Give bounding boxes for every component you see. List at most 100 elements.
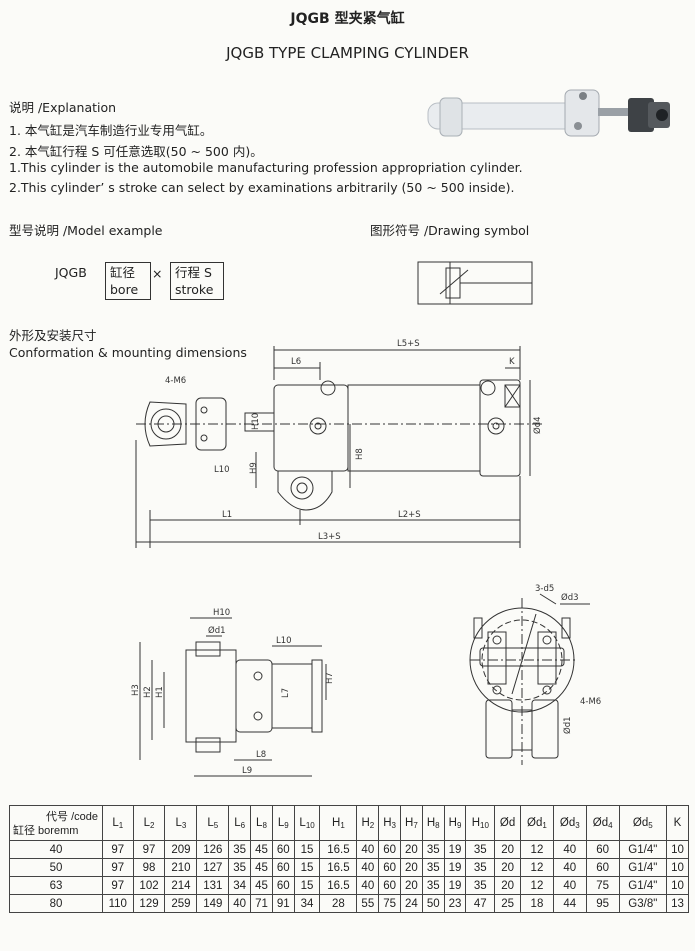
table-cell: 40	[356, 876, 380, 895]
table-cell: 127	[196, 858, 230, 877]
table-cell: G3/8"	[618, 894, 668, 913]
dim-h7: H7	[325, 672, 335, 684]
table-cell: 44	[552, 894, 587, 913]
column-header-subscript: 5	[213, 820, 219, 830]
table-cell: 16.5	[319, 876, 358, 895]
column-header-subscript: 4	[608, 820, 613, 830]
dim-l10: L10	[214, 465, 230, 475]
table-cell: 97	[102, 876, 134, 895]
dim-h1: H1	[155, 686, 165, 698]
column-header-base: Ød	[559, 816, 576, 829]
table-cell: 45	[250, 858, 273, 877]
column-header: K	[666, 805, 689, 841]
dim-l6: L6	[291, 357, 301, 367]
column-header: L2	[132, 805, 166, 841]
table-cell: 20	[400, 840, 423, 859]
dim-h2: H2	[143, 686, 153, 698]
column-header-base: L	[277, 816, 285, 829]
column-header-subscript: 8	[435, 820, 440, 830]
column-header-subscript: 1	[340, 820, 345, 830]
table-cell: 35	[421, 840, 445, 859]
dim-l10-top: L10	[276, 636, 292, 646]
table-cell: 45	[250, 840, 273, 859]
top-view-labels: H10 Ød1 L10 H7 H3 H2 H1 L7 L8 L9	[131, 608, 335, 776]
table-cell: 20	[494, 840, 522, 859]
table-cell: 129	[132, 894, 166, 913]
times-sign: ×	[152, 266, 163, 281]
column-header-base: H	[405, 816, 414, 829]
column-header-base: H	[471, 816, 480, 829]
table-cell: 60	[585, 840, 620, 859]
dim-k: K	[509, 357, 515, 367]
table-cell: 34	[293, 894, 321, 913]
column-header: Ød	[494, 805, 522, 841]
column-header: H10	[465, 805, 496, 841]
dim-3d5: 3-d5	[535, 584, 554, 594]
table-cell: 47	[465, 894, 496, 913]
table-cell: 40	[228, 894, 252, 913]
column-header-subscript: 10	[305, 820, 315, 830]
column-header: L8	[250, 805, 273, 841]
column-header: H3	[378, 805, 402, 841]
column-header-base: H	[332, 816, 341, 829]
table-cell: 20	[494, 876, 522, 895]
table-cell: 97	[102, 840, 134, 859]
dim-l8: L8	[256, 750, 266, 760]
column-header: Ød3	[552, 805, 587, 841]
column-header: H8	[421, 805, 445, 841]
table-cell: 12	[520, 840, 554, 859]
table-cell: 110	[102, 894, 134, 913]
column-header-base: L	[143, 816, 150, 829]
table-cell: 20	[400, 858, 423, 877]
column-header-base: K	[673, 816, 682, 829]
table-cell: 40	[356, 858, 380, 877]
dim-d1-side: Ød1	[562, 717, 573, 735]
table-cell: 20	[494, 858, 522, 877]
column-header-subscript: 9	[456, 820, 462, 830]
table-cell: 95	[585, 894, 620, 913]
column-header-base: H	[426, 816, 436, 829]
column-header-base: L	[175, 816, 182, 829]
bore-cn-label: 缸径	[110, 265, 136, 280]
table-cell: 24	[400, 894, 423, 913]
explanation-line-2: 2. 本气缸行程 S 可任意选取(50 ~ 500 内)。	[9, 144, 263, 159]
table-cell: 60	[378, 840, 402, 859]
table-cell: 60	[378, 876, 402, 895]
dim-l1: L1	[222, 510, 232, 520]
dim-d4: Ød4	[532, 417, 543, 435]
table-cell: G1/4"	[618, 858, 668, 877]
table-cell: 50	[421, 894, 445, 913]
pneumatic-symbol	[417, 261, 533, 305]
table-cell: 15	[293, 858, 321, 877]
bore-cell: 40	[9, 840, 103, 859]
column-header: Ød1	[520, 805, 554, 841]
bore-en-label: bore	[110, 282, 139, 297]
explanation-line-3: 1.This cylinder is the automobile manufa…	[9, 160, 523, 175]
column-header-subscript: 8	[262, 820, 267, 830]
table-cell: 259	[164, 894, 198, 913]
header-code-label: 代号 /code	[46, 811, 98, 823]
column-header-subscript: 7	[413, 820, 418, 830]
table-cell: 15	[293, 840, 321, 859]
table-cell: 60	[378, 858, 402, 877]
column-header-base: Ød	[499, 816, 516, 829]
column-header-base: L	[207, 816, 214, 829]
table-cell: 25	[494, 894, 522, 913]
table-cell: 19	[443, 840, 467, 859]
table-cell: 15	[293, 876, 321, 895]
column-header: L10	[293, 805, 321, 841]
dim-h3: H3	[131, 684, 141, 696]
table-cell: 98	[132, 858, 166, 877]
table-cell: 40	[552, 876, 587, 895]
column-header: L5	[196, 805, 230, 841]
dim-h10-top: H10	[213, 608, 230, 618]
column-header-base: H	[383, 816, 392, 829]
table-cell: 10	[666, 876, 689, 895]
table-cell: 10	[666, 840, 689, 859]
bore-cell: 50	[9, 858, 103, 877]
column-header-base: L	[234, 816, 241, 829]
page-title-cn: JQGB 型夹紧气缸	[290, 11, 405, 27]
